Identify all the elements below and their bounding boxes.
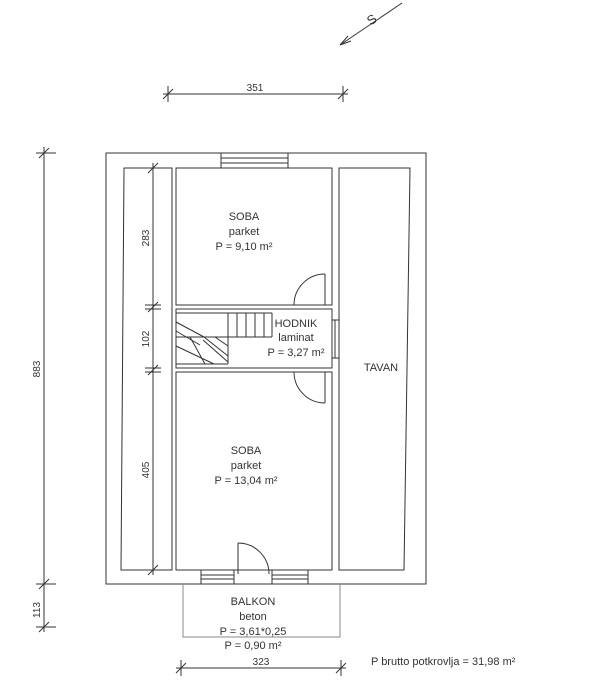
dim-room-top-label: 283: [141, 229, 152, 246]
room-soba-bottom-floor: parket: [231, 460, 262, 472]
dim-bottom: [175, 660, 347, 676]
balcony-outline: [182, 584, 341, 638]
dim-top: [162, 86, 349, 102]
dim-total-height: [36, 147, 56, 633]
room-hodnik-area: P = 3,27 m²: [268, 347, 325, 359]
balcony: [182, 584, 341, 638]
left-attic-strip: [120, 167, 173, 571]
room-balkon-area-formula: P = 3,61*0,25: [220, 626, 287, 638]
dim-bottom-label: 323: [253, 657, 270, 668]
north-arrow: [339, 2, 403, 46]
bottom-windows: [200, 569, 309, 585]
room-soba-bottom-outline: [175, 371, 333, 571]
room-tavan-name: TAVAN: [364, 362, 398, 374]
dim-balcony-height-label: 113: [32, 602, 43, 618]
room-balkon-area: P = 0,90 m²: [225, 640, 282, 652]
door-balcony-swing: [237, 542, 270, 575]
door-lower-swing: [293, 371, 326, 404]
room-soba-bottom-area: P = 13,04 m²: [214, 475, 277, 487]
room-balkon-name: BALKON: [231, 596, 276, 608]
room-hodnik-name: HODNIK: [275, 318, 318, 330]
room-tavan-outline: [338, 167, 411, 571]
room-soba-top-floor: parket: [229, 226, 260, 238]
room-balkon-floor: beton: [239, 611, 267, 623]
gross-area-summary: P brutto potkrovlja = 31,98 m²: [371, 656, 516, 668]
room-hodnik-floor: laminat: [278, 332, 313, 344]
room-soba-bottom-name: SOBA: [231, 445, 262, 457]
door-upper-swing: [293, 273, 326, 306]
top-window: [220, 152, 289, 169]
north-arrow-head-icon: [339, 35, 352, 46]
room-soba-top-area: P = 9,10 m²: [216, 241, 273, 253]
dim-room-bottom-label: 405: [141, 461, 152, 478]
dim-total-height-label: 883: [32, 360, 43, 377]
staircase: [175, 312, 273, 365]
dim-top-label: 351: [247, 83, 264, 94]
dim-inner-heights: [145, 162, 161, 576]
north-arrow-shaft: [339, 2, 403, 46]
side-window: [331, 319, 340, 359]
doors: [237, 273, 326, 575]
room-soba-top-name: SOBA: [229, 211, 260, 223]
dim-stair-label: 102: [141, 330, 152, 347]
